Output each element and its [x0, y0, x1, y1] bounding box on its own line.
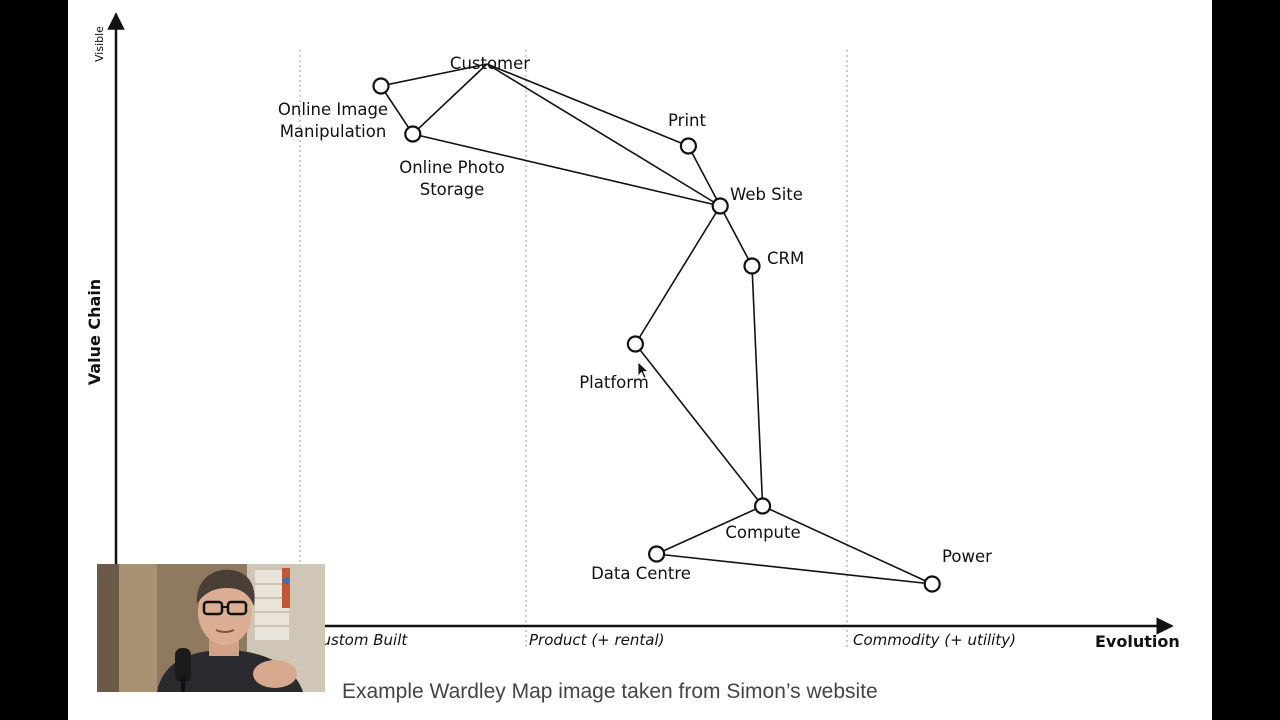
node-label-print: Print: [668, 111, 706, 130]
link-data-centre-power: [656, 553, 933, 585]
node-label-power: Power: [942, 547, 992, 566]
node-circle-web-site: [711, 197, 729, 215]
slide-caption: Example Wardley Map image taken from Sim…: [342, 680, 878, 703]
presenter-webcam: [97, 564, 325, 692]
node-label-crm: CRM: [767, 249, 804, 268]
node-data-centre: Data Centre: [591, 545, 691, 583]
node-circle-online-photo-storage: [404, 125, 422, 143]
node-crm: CRM: [743, 249, 804, 275]
x-axis-label: Evolution: [1095, 632, 1180, 651]
y-axis-label: Value Chain: [85, 279, 104, 385]
node-circle-platform: [626, 335, 645, 353]
stage-label-commodity: Commodity (+ utility): [853, 631, 1016, 649]
node-circle-print: [679, 137, 698, 155]
link-print-web-site: [687, 145, 721, 207]
node-power: Power: [923, 547, 992, 593]
node-label-data-centre: Data Centre: [591, 564, 691, 583]
link-customer-web-site: [486, 63, 721, 207]
node-online-photo-storage: Online Photo Storage: [399, 125, 505, 199]
node-web-site: Web Site: [711, 185, 803, 215]
link-customer-print: [486, 63, 689, 147]
node-circle-data-centre: [647, 545, 666, 563]
node-label-customer: Customer: [450, 54, 530, 73]
node-label-online-photo-1: Online Photo: [399, 158, 505, 177]
node-print: Print: [668, 111, 707, 155]
link-web-site-crm: [719, 205, 753, 267]
node-compute: Compute: [725, 497, 801, 542]
node-label-online-photo-2: Storage: [420, 180, 485, 199]
link-online-image-online-photo: [380, 85, 414, 135]
node-circle-crm: [743, 257, 761, 275]
presenter-video-frame: [97, 564, 325, 692]
node-circle-power: [923, 575, 941, 593]
node-label-online-image-2: Manipulation: [280, 122, 387, 141]
node-label-compute: Compute: [725, 523, 800, 542]
link-customer-online-photo: [412, 63, 488, 135]
y-axis-top-label: Visible: [93, 26, 106, 62]
link-compute-data-centre: [656, 505, 763, 555]
link-platform-compute: [634, 343, 764, 507]
link-crm-compute: [751, 265, 764, 507]
node-label-platform: Platform: [579, 373, 649, 392]
node-customer: Customer: [450, 54, 530, 73]
link-online-photo-web-site: [412, 133, 721, 207]
node-circle-compute: [753, 497, 772, 515]
wardley-map: Visible Value Chain Evolution Custom Bui…: [85, 12, 1180, 651]
node-label-online-image-1: Online Image: [278, 100, 388, 119]
node-label-web-site: Web Site: [730, 185, 803, 204]
node-circle-online-image: [372, 77, 390, 95]
link-web-site-platform: [634, 205, 721, 345]
node-online-image: Online Image Manipulation: [278, 77, 390, 141]
dependency-links: [380, 63, 933, 585]
stage-label-product: Product (+ rental): [529, 631, 665, 649]
link-compute-power: [762, 505, 933, 585]
mouse-cursor-icon: [637, 361, 650, 379]
node-platform: Platform: [579, 335, 649, 392]
stage-label-custom-built: Custom Built: [311, 631, 408, 649]
link-customer-online-image: [380, 63, 488, 87]
